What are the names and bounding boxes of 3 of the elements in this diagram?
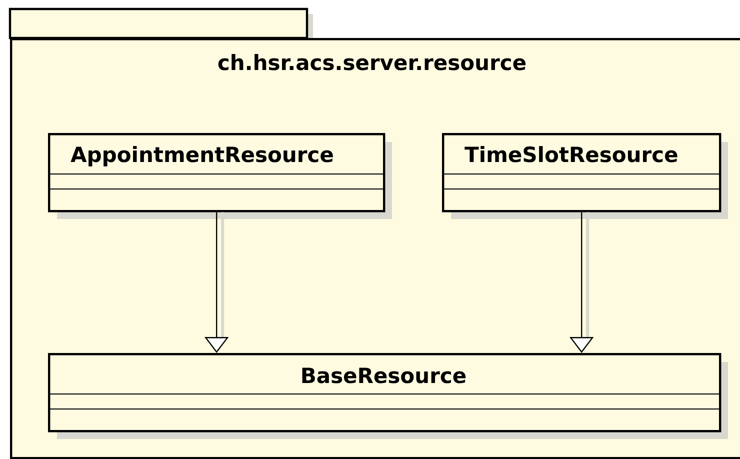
class-box: TimeSlotResource bbox=[442, 133, 728, 219]
class-box: BaseResource bbox=[48, 353, 728, 439]
class-box: AppointmentResource bbox=[48, 133, 392, 219]
